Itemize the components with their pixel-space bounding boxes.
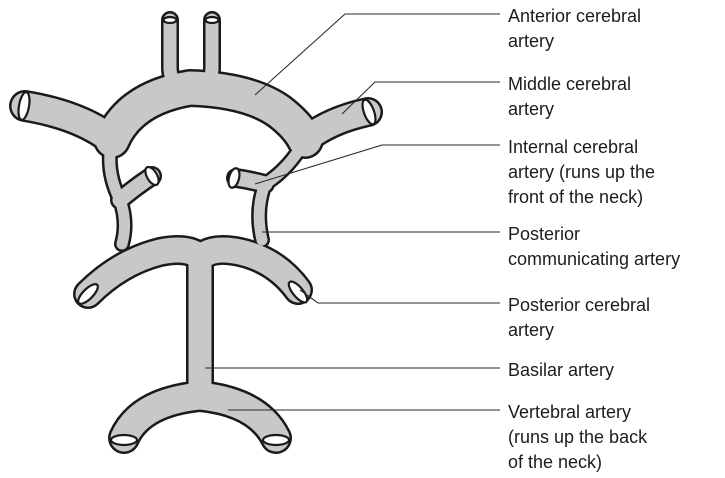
label-internal-cerebral: Internal cerebral artery (runs up the fr… [508,137,660,207]
leader-anterior-cerebral [255,14,500,95]
label-middle-cerebral: Middle cerebral artery [508,74,636,119]
leader-lines [205,14,500,410]
vessel-end-anterior-left [164,17,177,23]
labels: Anterior cerebral artery Middle cerebral… [508,6,680,472]
vessels [17,17,378,445]
label-vertebral: Vertebral artery (runs up the back of th… [508,402,652,472]
label-posterior-cerebral: Posterior cerebral artery [508,295,655,340]
vessel-end-anterior-right [206,17,219,23]
label-posterior-communicating: Posterior communicating artery [508,224,680,269]
label-anterior-cerebral: Anterior cerebral artery [508,6,646,51]
label-basilar: Basilar artery [508,360,614,380]
vessel-end-vertebral-left [111,435,137,445]
vessel-end-vertebral-right [263,435,289,445]
leader-posterior-cerebral [300,290,500,303]
